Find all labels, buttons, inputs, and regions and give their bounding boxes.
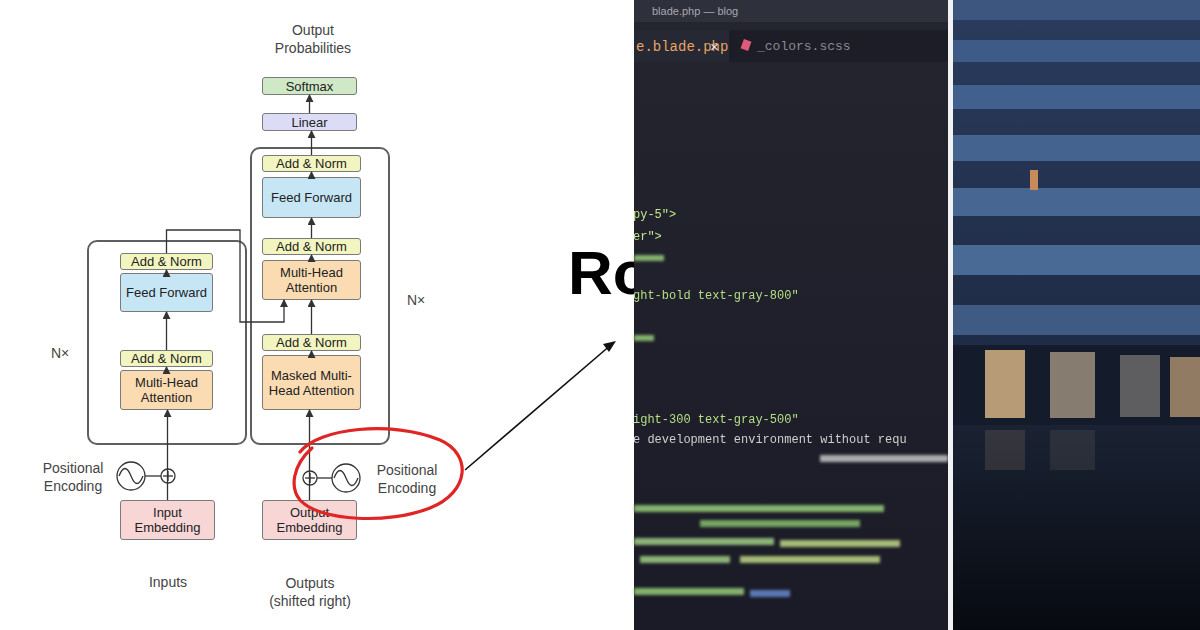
code-text: er"> xyxy=(633,229,662,245)
repeat-count: N× xyxy=(51,346,69,361)
masked-attention-box: Masked Multi-Head Attention xyxy=(262,355,361,410)
output-label: Output Probabilities xyxy=(258,21,368,57)
box-text: Softmax xyxy=(286,79,334,94)
flow-arrow xyxy=(309,410,310,500)
repeat-count: N× xyxy=(407,293,425,308)
code-screenshot xyxy=(634,0,949,630)
add-norm-box: Add & Norm xyxy=(120,253,213,270)
add-norm-box: Add & Norm xyxy=(262,155,361,172)
decoder-stack: N×Add & NormFeed ForwardAdd & NormMulti-… xyxy=(250,147,390,445)
building-photo xyxy=(953,0,1200,630)
positional-label: Positional Encoding xyxy=(366,461,448,497)
tab-close: × xyxy=(710,37,719,57)
feed-forward-box: Feed Forward xyxy=(262,177,361,218)
box-text: Add & Norm xyxy=(276,156,347,171)
attention-box: Multi-Head Attention xyxy=(120,370,213,410)
box-text: Add & Norm xyxy=(276,239,347,254)
flow-arrow xyxy=(166,312,167,350)
attention-box: Multi-Head Attention xyxy=(262,260,361,300)
flow-arrow xyxy=(311,131,312,155)
panel-gap xyxy=(948,0,953,630)
positional-label: Positional Encoding xyxy=(32,459,114,495)
flow-arrow xyxy=(311,172,312,177)
flow-arrow xyxy=(166,270,167,273)
code-text: py-5"> xyxy=(633,207,676,223)
add-norm-box: Add & Norm xyxy=(262,334,361,351)
callout-arrowhead xyxy=(603,341,616,352)
box-text: Masked Multi-Head Attention xyxy=(263,368,360,398)
code-text: ight-300 text-gray-500" xyxy=(633,412,799,428)
box-text: Linear xyxy=(291,115,327,130)
box-text: Feed Forward xyxy=(271,190,352,205)
feed-forward-box: Feed Forward xyxy=(120,273,213,312)
flow-arrow xyxy=(166,367,167,370)
softmax-box: Softmax xyxy=(262,77,357,95)
box-text: Multi-Head Attention xyxy=(263,265,360,295)
box-text: Multi-Head Attention xyxy=(121,375,212,405)
decoder-positional-symbol xyxy=(303,464,360,492)
box-text: Add & Norm xyxy=(131,254,202,269)
flow-arrow xyxy=(311,255,312,260)
encoder-positional-symbol xyxy=(117,462,175,490)
box-text: Feed Forward xyxy=(126,285,207,300)
box-text: Input Embedding xyxy=(121,505,214,535)
embedding-box: Input Embedding xyxy=(120,500,215,540)
code-text: ght-bold text-gray-800" xyxy=(633,288,799,304)
linear-box: Linear xyxy=(262,113,357,131)
box-text: Output Embedding xyxy=(263,505,356,535)
flow-arrow xyxy=(167,410,168,500)
red-highlight-circle xyxy=(294,429,462,519)
window-title: blade.php — blog xyxy=(652,4,738,18)
flow-arrow xyxy=(309,95,310,113)
box-text: Add & Norm xyxy=(131,351,202,366)
code-text: e development environment without requ xyxy=(633,432,907,448)
flow-arrow xyxy=(311,351,312,355)
add-norm-box: Add & Norm xyxy=(262,238,361,255)
input-label: Inputs xyxy=(128,573,208,591)
editor-tab: _colors.scss xyxy=(757,38,851,55)
callout-arrow xyxy=(465,344,612,470)
box-text: Add & Norm xyxy=(276,335,347,350)
flow-arrow xyxy=(167,230,285,322)
add-norm-box: Add & Norm xyxy=(120,350,213,367)
flow-arrow xyxy=(311,218,312,238)
input-label: Outputs (shifted right) xyxy=(262,574,358,610)
flow-arrow xyxy=(311,300,312,334)
